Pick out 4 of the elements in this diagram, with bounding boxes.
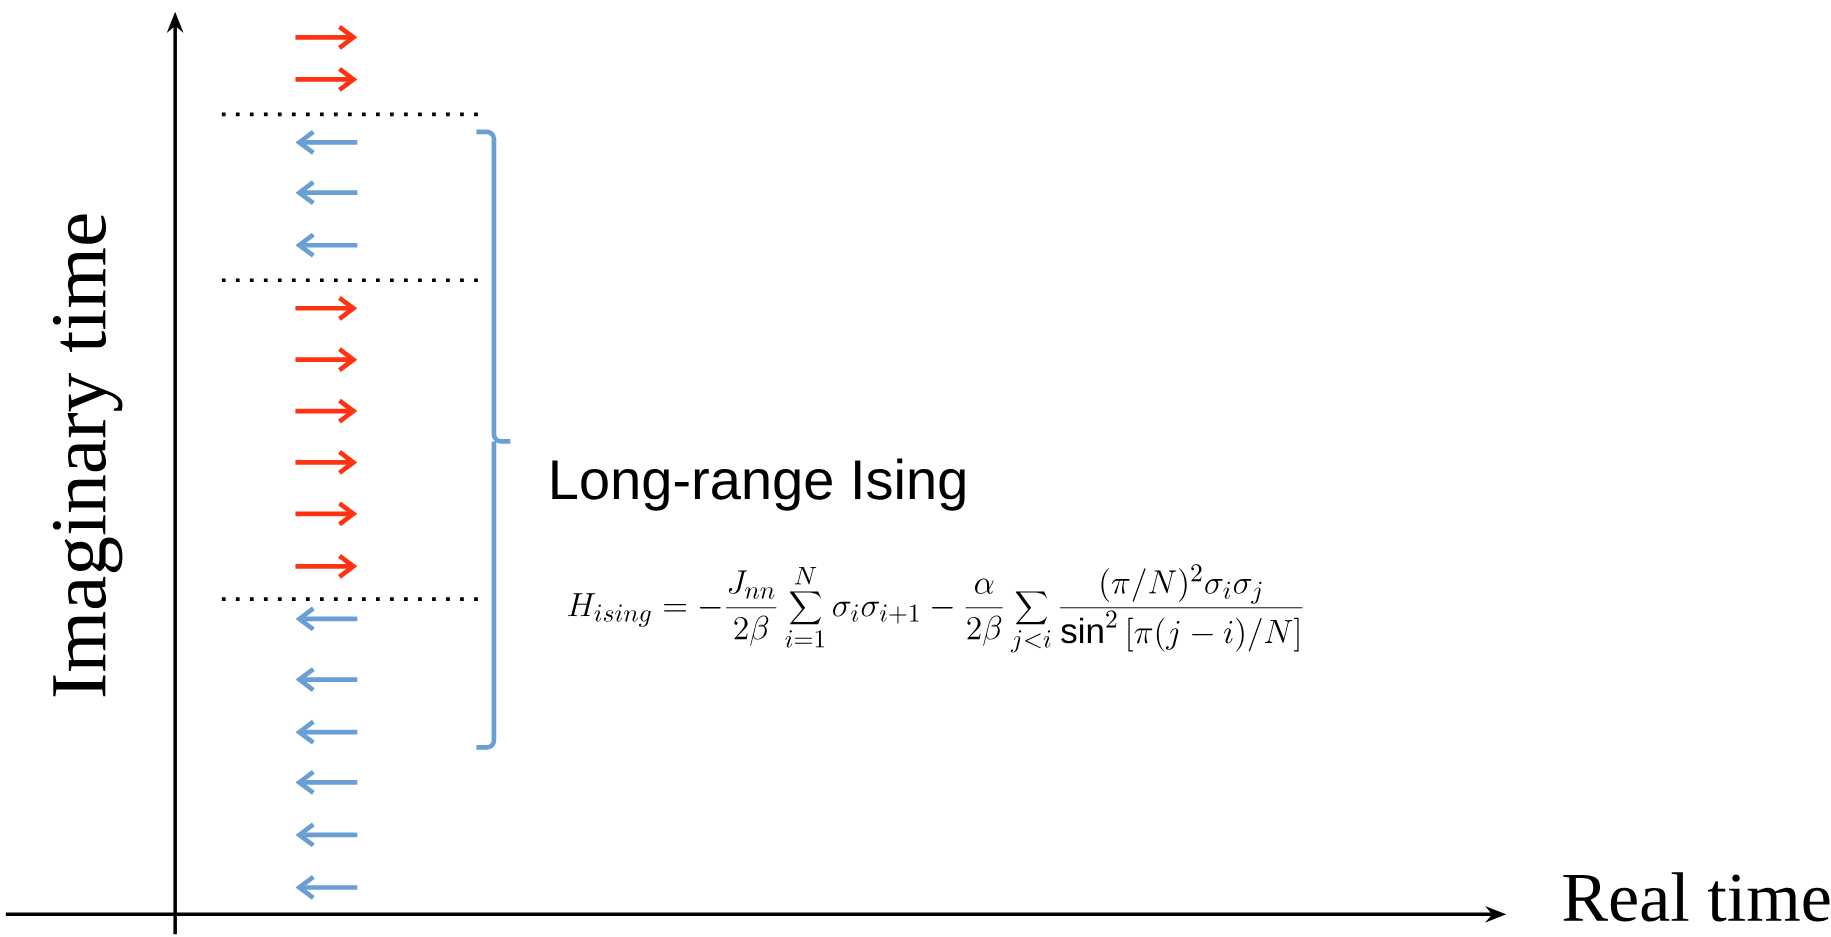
axis-label: Imaginary time: [52, 214, 123, 697]
heading: Long-range Ising: [552, 458, 965, 511]
axis-label: Real time: [1563, 872, 1830, 922]
formula: $H_{ising} = -\frac{J_{nn}}{2\beta}\sum_{i=1}^{N}\sigma_i\sigma_{i+1} - \frac{\alpha}{2\beta}\sum_{j<i}\frac{(\pi/N)^2\sigma_i\sigma_j}{\sin^2\left[\pi(j-i)/N\right]}$: [567, 564, 1303, 653]
